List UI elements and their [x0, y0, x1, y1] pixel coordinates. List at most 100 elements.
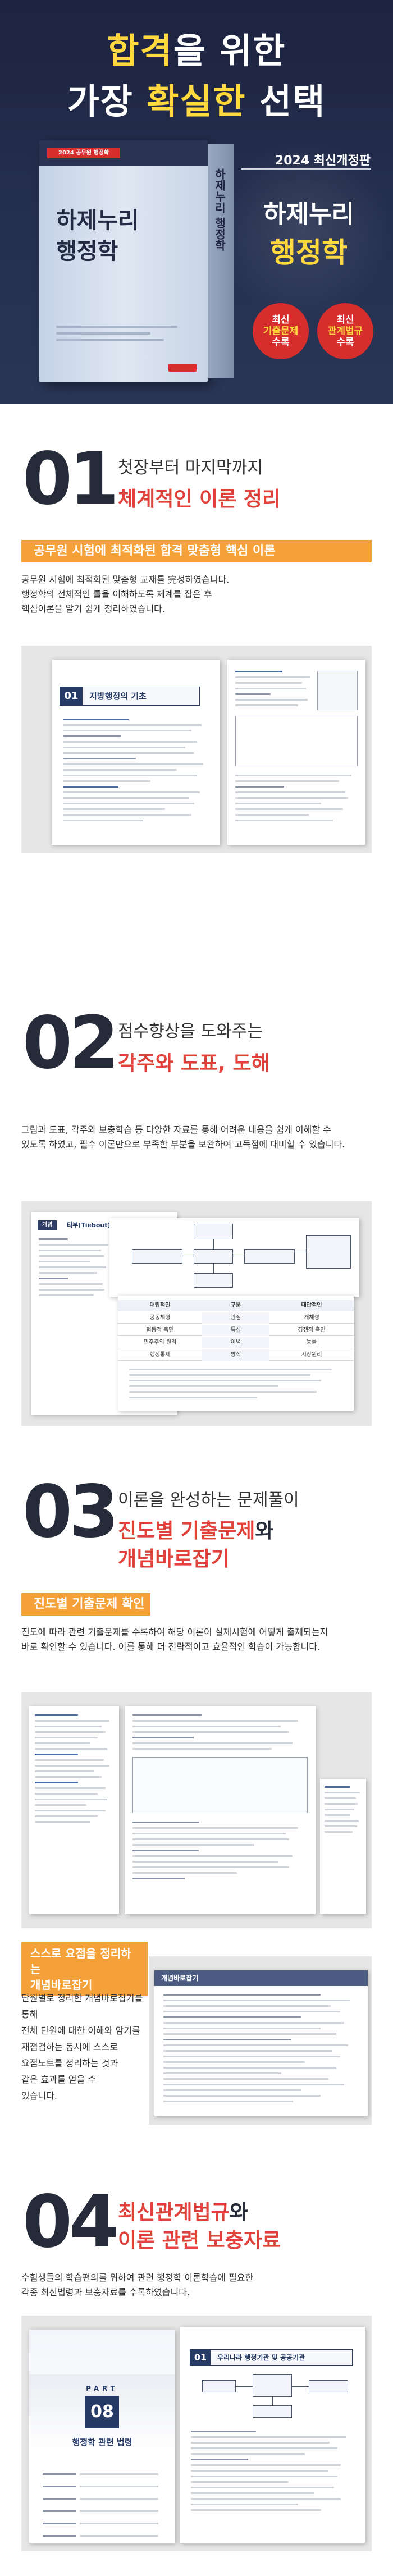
- text-line: [35, 1737, 98, 1738]
- text-line: [63, 752, 194, 754]
- text-line: [129, 1397, 257, 1398]
- section4-highlight2: 이론 관련 보충자료: [118, 2229, 281, 2252]
- side-note-box: [317, 671, 358, 710]
- text-line: [35, 1810, 106, 1811]
- contents-row-label: [43, 2523, 76, 2524]
- text-line: [63, 814, 191, 816]
- chapter-title: 지방행정의 기초: [89, 691, 147, 701]
- text-line: [35, 1815, 98, 1817]
- text-line: [132, 1726, 281, 1727]
- concept-chip: 개념: [38, 1220, 57, 1230]
- sample-theory-page: [125, 1706, 316, 1914]
- section4-description: 수험생들의 학습편의를 위하여 관련 행정학 이론학습에 필요한 각종 최신법령…: [21, 2271, 381, 2300]
- text-line: [63, 797, 189, 799]
- text-line: [63, 730, 191, 731]
- hero-title-highlight: 합격: [107, 30, 173, 71]
- desc-line: 그림과 도표, 각주와 보충학습 등 다양한 자료를 통해 어려운 내용을 쉽게…: [21, 1124, 331, 1135]
- book-line: [56, 332, 150, 335]
- contents-row-text: [80, 2486, 158, 2487]
- chapter-title: 우리나라 행정기관 및 공공기관: [217, 2354, 305, 2362]
- text-line: [132, 1748, 272, 1750]
- text-line: [325, 1820, 359, 1822]
- edition-label: 2024 최신개정판: [275, 154, 371, 168]
- text-line: [235, 791, 346, 793]
- text-line: [235, 704, 298, 706]
- concept-review-description: 단원별로 정리한 개념바로잡기를 통해 전체 단원에 대한 이해와 암기를 재점…: [21, 1990, 150, 2104]
- section3-highlight2: 개념바로잡기: [118, 1548, 230, 1571]
- table-header-cell: 구분: [230, 1302, 241, 1308]
- contents-row: [43, 2495, 166, 2504]
- desc-line: 행정학의 전체적인 틀을 이해하도록 체계를 잡은 후: [21, 589, 212, 600]
- text-line: [163, 2028, 321, 2029]
- table-row: 민주주의 원리 이념 능률: [118, 1337, 354, 1348]
- text-line: [132, 1833, 286, 1834]
- table-row: 행정통제 방식 시장원리: [118, 1349, 354, 1361]
- text-line: [63, 808, 165, 810]
- text-line: [235, 699, 308, 701]
- section1-highlight: 체계적인 이론 정리: [118, 488, 281, 511]
- badge-line3: 수록: [272, 337, 290, 348]
- section3-tab: 진도별 기출문제 확인: [21, 1593, 150, 1616]
- desc-line: 같은 효과를 얻을 수: [21, 2074, 97, 2085]
- contents-row: [43, 2470, 166, 2479]
- table-cell: 민주주의 원리: [143, 1339, 177, 1346]
- text-line: [35, 1748, 107, 1750]
- part-number: 08: [85, 2396, 119, 2428]
- book-top-band: 2024 공무원 행정학: [39, 140, 208, 166]
- text-line: [163, 2039, 291, 2040]
- table-cell: 능률: [306, 1339, 317, 1346]
- chapter-header: 01 우리나라 행정기관 및 공공기관: [190, 2349, 353, 2366]
- hero-title2-post: 선택: [246, 81, 326, 122]
- section4-highlight-line1: 최신관계법규와: [118, 2196, 248, 2225]
- text-line: [163, 2056, 340, 2057]
- sample-law-page: 01 우리나라 행정기관 및 공공기관: [180, 2327, 365, 2543]
- badge-line1: 최신: [272, 314, 290, 326]
- table-cell: 경쟁적 측면: [298, 1327, 326, 1333]
- contents-row-text: [80, 2523, 158, 2524]
- text-line: [191, 2470, 328, 2472]
- sample-part-cover: PART 08 행정학 관련 법령: [29, 2330, 175, 2543]
- concept-review-title: 개념바로잡기: [154, 1970, 368, 1986]
- page-text-lines: [325, 1786, 362, 1837]
- contents-row: [43, 2482, 166, 2491]
- table-cell: 이념: [202, 1337, 269, 1348]
- text-line: [235, 803, 321, 804]
- sample-page-right: [227, 660, 365, 845]
- page-text-lines: [35, 1714, 113, 1827]
- hero-banner: 합격을 위한 가장 확실한 선택 2024 공무원 행정학 하제누리 행정학 하…: [0, 0, 393, 404]
- text-line: [235, 682, 302, 684]
- text-line: [235, 814, 309, 816]
- diagram-box: [132, 1249, 182, 1264]
- text-line: [63, 803, 194, 804]
- chapter-number: 01: [190, 2350, 211, 2365]
- contents-row-text: [80, 2473, 158, 2475]
- text-line: [35, 1720, 109, 1722]
- desc-line: 단원별로 정리한 개념바로잡기를 통해: [21, 1993, 143, 2020]
- sample-diagram: [109, 1218, 359, 1297]
- chapter-header: 01 지방행정의 기초: [60, 687, 200, 706]
- text-line: [235, 676, 310, 678]
- book-brand: 하제누리: [56, 208, 139, 234]
- section1-description: 공무원 시험에 최적화된 맞춤형 교재를 完성하였습니다. 행정학의 전체적인 …: [21, 573, 372, 616]
- section2-highlight: 각주와 도표, 도해: [118, 1052, 270, 1075]
- table-cell: 협동적 측면: [146, 1327, 174, 1333]
- desc-line: 공무원 시험에 최적화된 맞춤형 교재를 完성하였습니다.: [21, 574, 230, 585]
- section1-headline: 첫장부터 마지막까지: [118, 458, 263, 478]
- badge-line1: 최신: [336, 314, 354, 326]
- text-line: [35, 1765, 109, 1767]
- text-line: [132, 1714, 202, 1716]
- text-line: [132, 1838, 289, 1840]
- sample-exam-question: [29, 1706, 119, 1914]
- text-line: [132, 1850, 199, 1851]
- table-cell: 관점: [202, 1312, 269, 1324]
- sample-concept-review: 개념바로잡기: [154, 1970, 368, 2116]
- text-line: [35, 1782, 78, 1783]
- text-line: [191, 2453, 305, 2455]
- desc-line: 전체 단원에 대한 이해와 암기를: [21, 2025, 140, 2036]
- badge-latest-exam: 최신 기출문제 수록: [253, 303, 309, 359]
- text-line: [39, 1244, 108, 1246]
- text-line: [163, 2022, 344, 2024]
- chapter-number: 01: [60, 687, 83, 705]
- text-line: [129, 1385, 278, 1387]
- text-line: [163, 2044, 348, 2046]
